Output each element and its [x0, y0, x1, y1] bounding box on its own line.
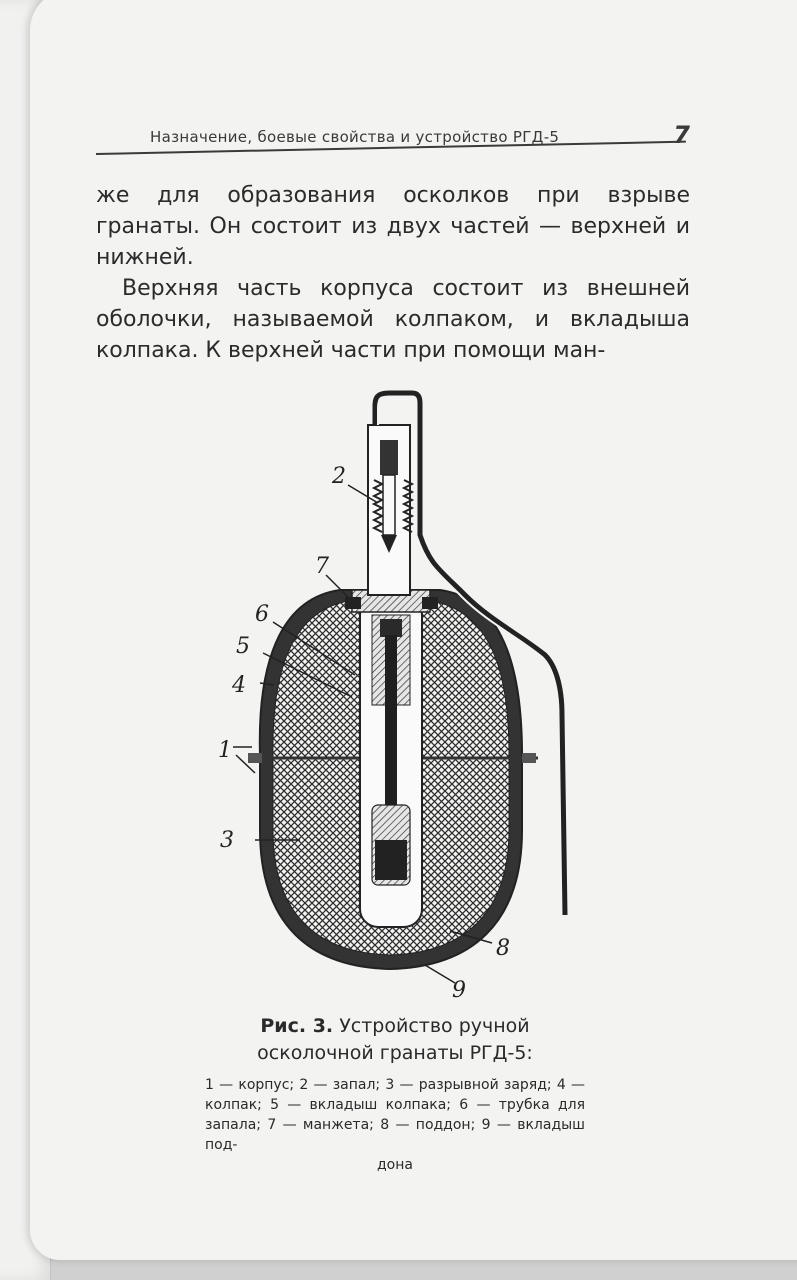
label-3: 3 — [220, 828, 234, 853]
caption-legend-text: 1 — корпус; 2 — запал; 3 — разрывной зар… — [205, 1077, 585, 1153]
grenade-drawing: 2 7 6 5 4 1 3 8 9 — [218, 390, 568, 1003]
label-4: 4 — [231, 673, 246, 698]
caption-title-text: Устройство ручной осколочной гранаты РГД… — [257, 1015, 533, 1064]
grenade-diagram: 2 7 6 5 4 1 3 8 9 — [200, 385, 600, 1005]
label-2: 2 — [331, 464, 346, 489]
caption-legend: 1 — корпус; 2 — запал; 3 — разрывной зар… — [205, 1075, 585, 1175]
label-7: 7 — [315, 554, 329, 579]
label-5: 5 — [236, 634, 250, 659]
page-number: 7 — [673, 121, 690, 149]
label-1: 1 — [218, 738, 232, 763]
label-9: 9 — [452, 978, 466, 1003]
caption-prefix: Рис. 3. — [260, 1015, 334, 1037]
figure-caption: Рис. 3. Устройство ручной осколочной гра… — [205, 1013, 585, 1175]
label-8: 8 — [496, 936, 510, 961]
label-6: 6 — [255, 602, 269, 627]
running-header: Назначение, боевые свойства и устройство… — [150, 121, 690, 153]
caption-title: Рис. 3. Устройство ручной осколочной гра… — [205, 1013, 585, 1067]
header-title: Назначение, боевые свойства и устройство… — [150, 128, 560, 146]
paragraph-2: Верхняя часть корпуса состоит из внешней… — [96, 276, 690, 363]
paragraph-1: же для образования осколков при взрыве г… — [96, 183, 690, 270]
body-text: же для образования осколков при взрыве г… — [96, 180, 690, 366]
caption-legend-end: дона — [377, 1157, 413, 1173]
